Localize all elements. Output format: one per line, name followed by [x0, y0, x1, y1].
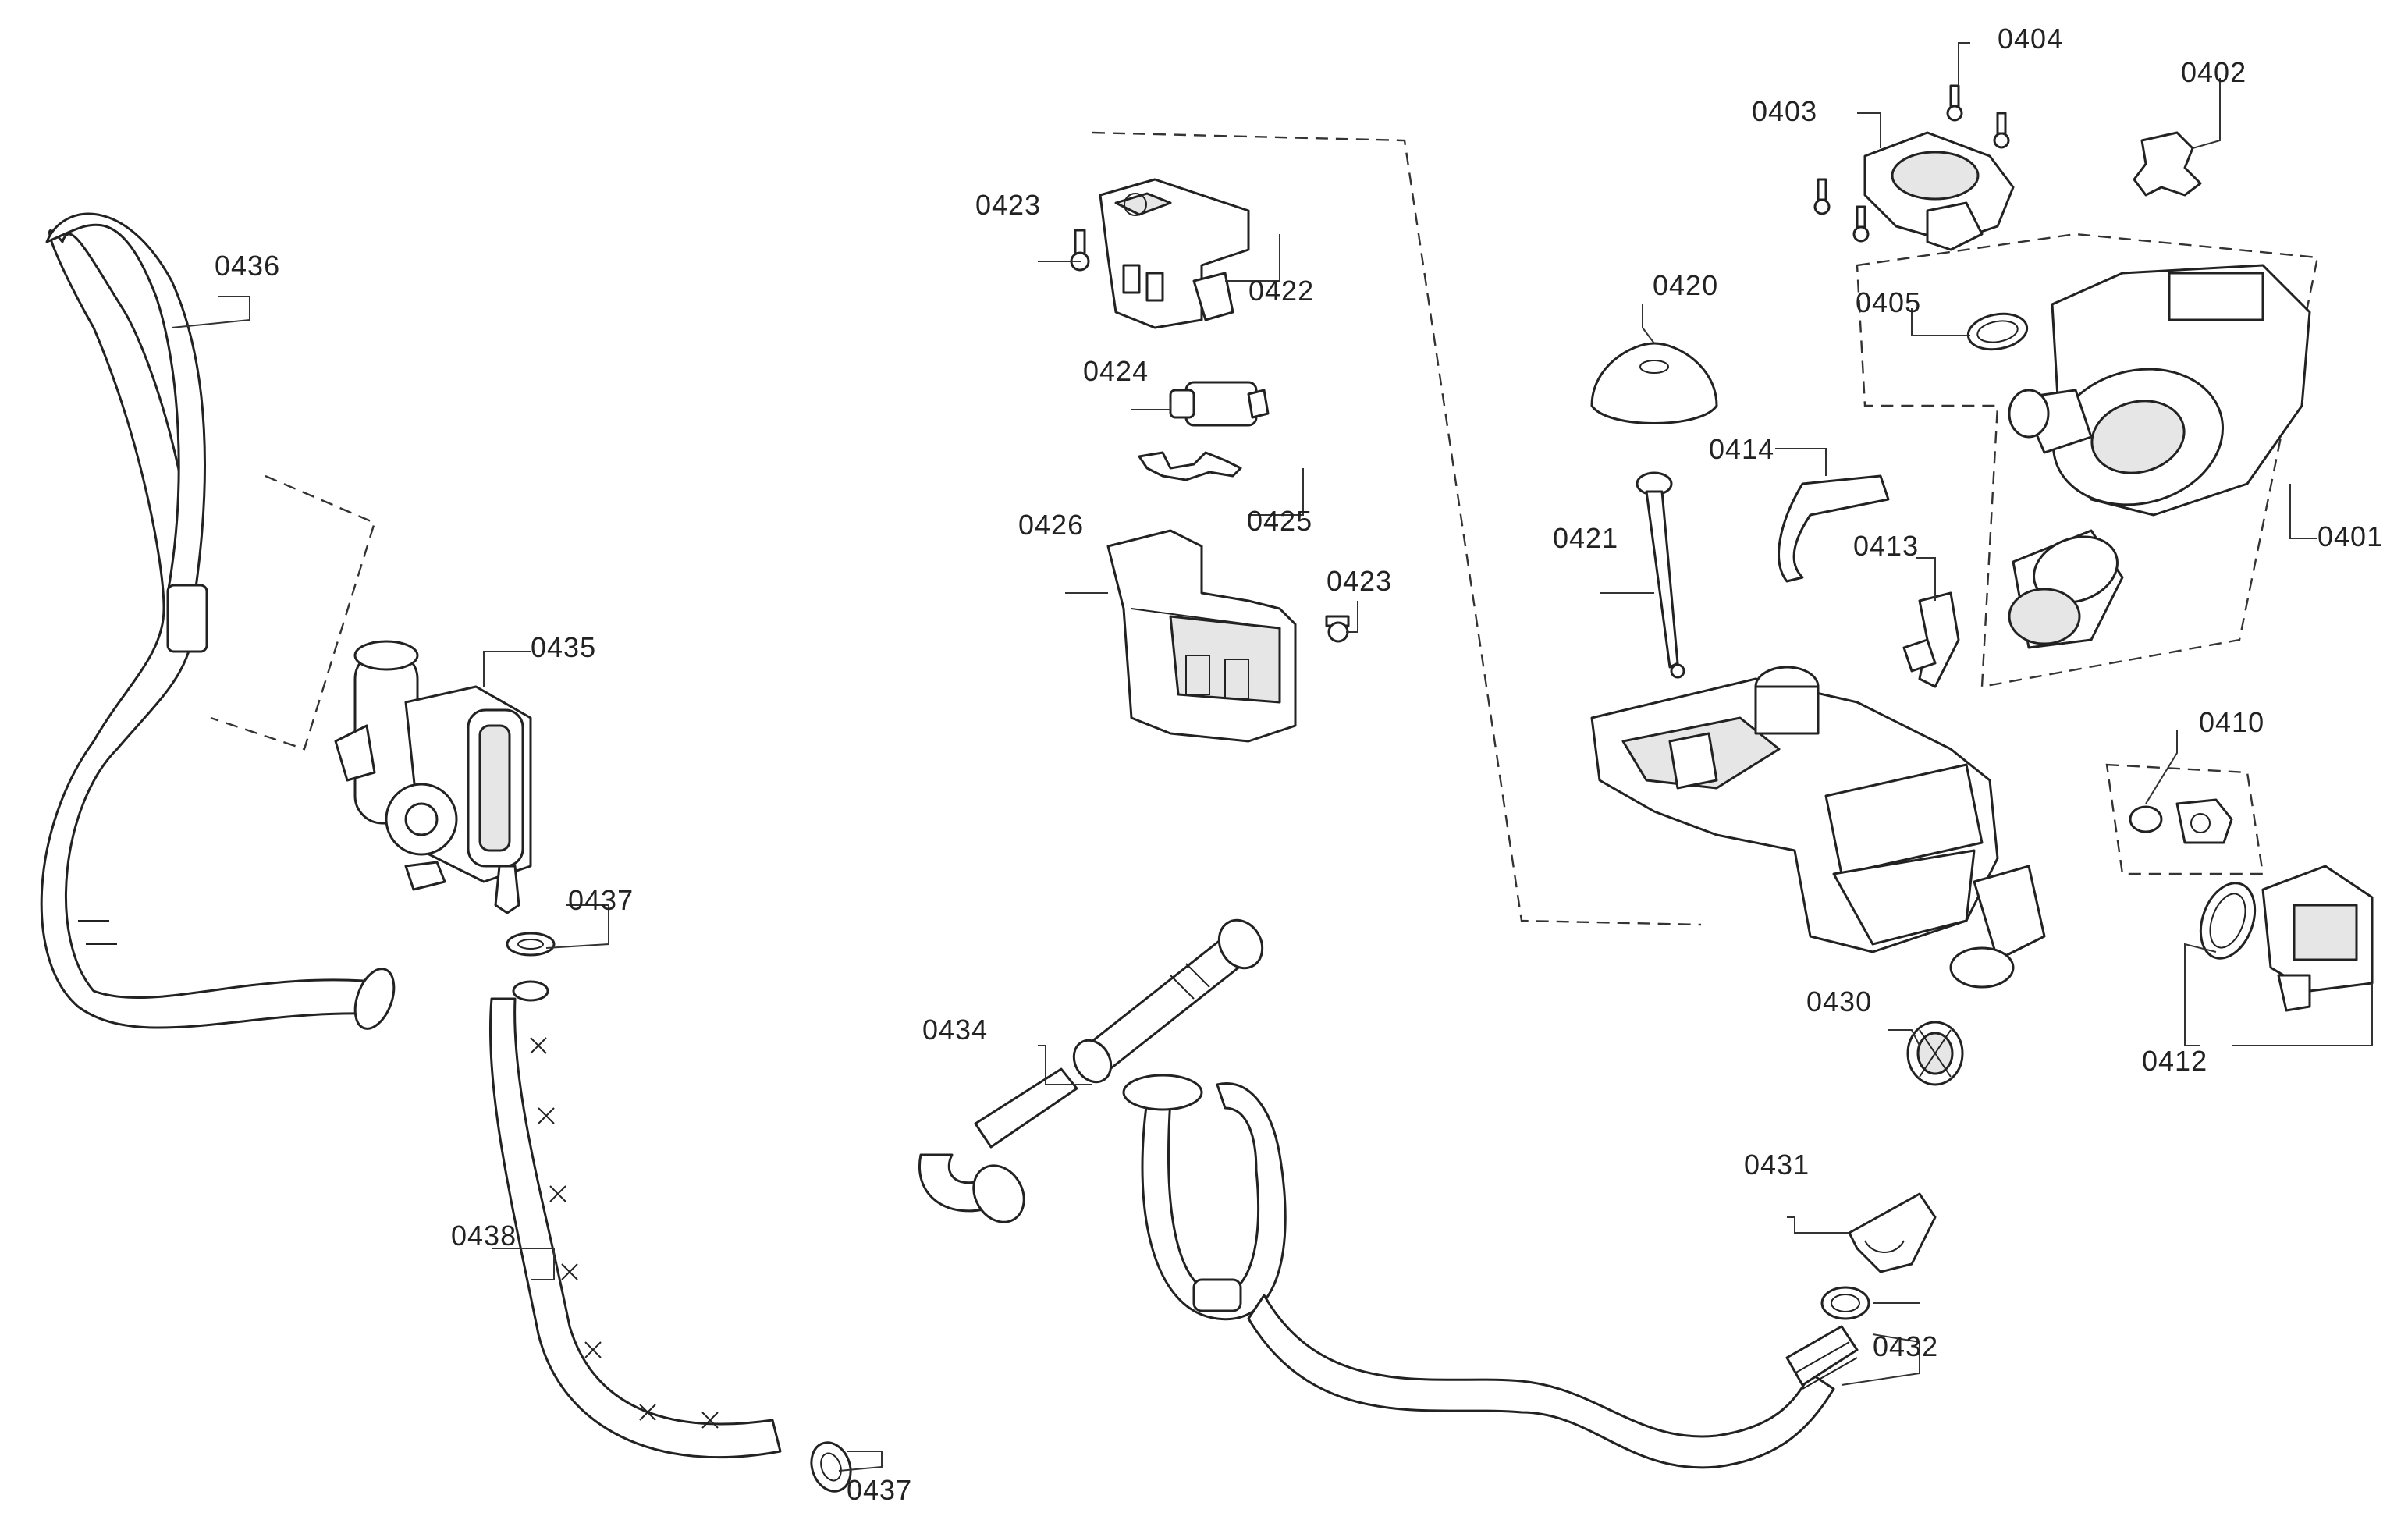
part-0431-clip [1848, 1192, 1937, 1273]
label-0423-lower: 0423 [1327, 565, 1392, 597]
part-0432-ring [1820, 1286, 1870, 1320]
label-0435: 0435 [531, 631, 596, 663]
label-0412: 0412 [2142, 1045, 2207, 1077]
label-0422: 0422 [1248, 275, 1314, 307]
part-0426-cover [1106, 529, 1297, 743]
leader-lines [171, 42, 2373, 1472]
label-0437-upper: 0437 [568, 884, 634, 916]
hose-coupling [166, 584, 208, 653]
label-0426: 0426 [1018, 509, 1084, 541]
part-0437-clamp-upper [506, 932, 556, 957]
part-0434-hose-pieces [918, 918, 1264, 1223]
label-0436: 0436 [215, 250, 280, 282]
part-0430-filter [1906, 1021, 1964, 1086]
part-0438-braided-hose [488, 980, 782, 1459]
label-0404: 0404 [1998, 23, 2063, 55]
label-0421: 0421 [1553, 522, 1618, 554]
part-0401-pump [2008, 264, 2311, 649]
hose-end [353, 968, 396, 1030]
label-0437-lower: 0437 [847, 1474, 912, 1506]
pump-group-outline [1856, 233, 2319, 688]
part-0412-heater [2199, 865, 2374, 1012]
group-outlines [210, 131, 2319, 926]
hose-opening [1122, 1074, 1203, 1111]
part-0402-latch [2133, 131, 2202, 197]
part-0410-sensor [2129, 798, 2233, 844]
part-0423-screw-upper [1070, 229, 1090, 272]
label-0405: 0405 [1856, 286, 1921, 318]
part-0420-cap [1590, 342, 1718, 424]
part-labels: 0436 0435 0437 0437 0438 0423 0422 0424 … [215, 23, 2383, 1506]
label-0432: 0432 [1873, 1330, 1938, 1362]
part-0436-drain-hose [40, 212, 396, 1030]
part-0414-clip [1778, 474, 1890, 583]
label-0401: 0401 [2317, 520, 2383, 552]
label-0403: 0403 [1752, 95, 1817, 127]
part-0423-screw-lower [1325, 615, 1350, 643]
part-0425-wire [1138, 451, 1242, 481]
part-0405-ring [1966, 312, 2029, 351]
label-0413: 0413 [1853, 530, 1919, 562]
part-drain-hose-main [1122, 1074, 1859, 1469]
label-0402: 0402 [2181, 56, 2246, 88]
part-0437-clamp-lower [810, 1441, 852, 1493]
label-0425: 0425 [1247, 505, 1312, 537]
label-0430: 0430 [1806, 985, 1872, 1017]
label-0434: 0434 [922, 1014, 988, 1046]
part-0403-housing [1863, 131, 2015, 251]
part-sump [1590, 666, 2046, 989]
label-0410: 0410 [2199, 706, 2264, 738]
part-0404-screws [1813, 84, 2010, 243]
label-0423-upper: 0423 [975, 189, 1041, 221]
part-0435-valve [334, 640, 532, 914]
label-0431: 0431 [1744, 1149, 1810, 1181]
valve-group-outline [210, 474, 376, 751]
part-0424-switch [1169, 381, 1270, 427]
label-0414: 0414 [1709, 433, 1774, 465]
part-0413-bracket [1902, 591, 1960, 688]
part-0422-bracket [1099, 178, 1250, 329]
label-0424: 0424 [1083, 355, 1149, 387]
part-0421-rod [1636, 471, 1685, 679]
label-0438: 0438 [451, 1220, 517, 1252]
label-0420: 0420 [1653, 269, 1718, 301]
